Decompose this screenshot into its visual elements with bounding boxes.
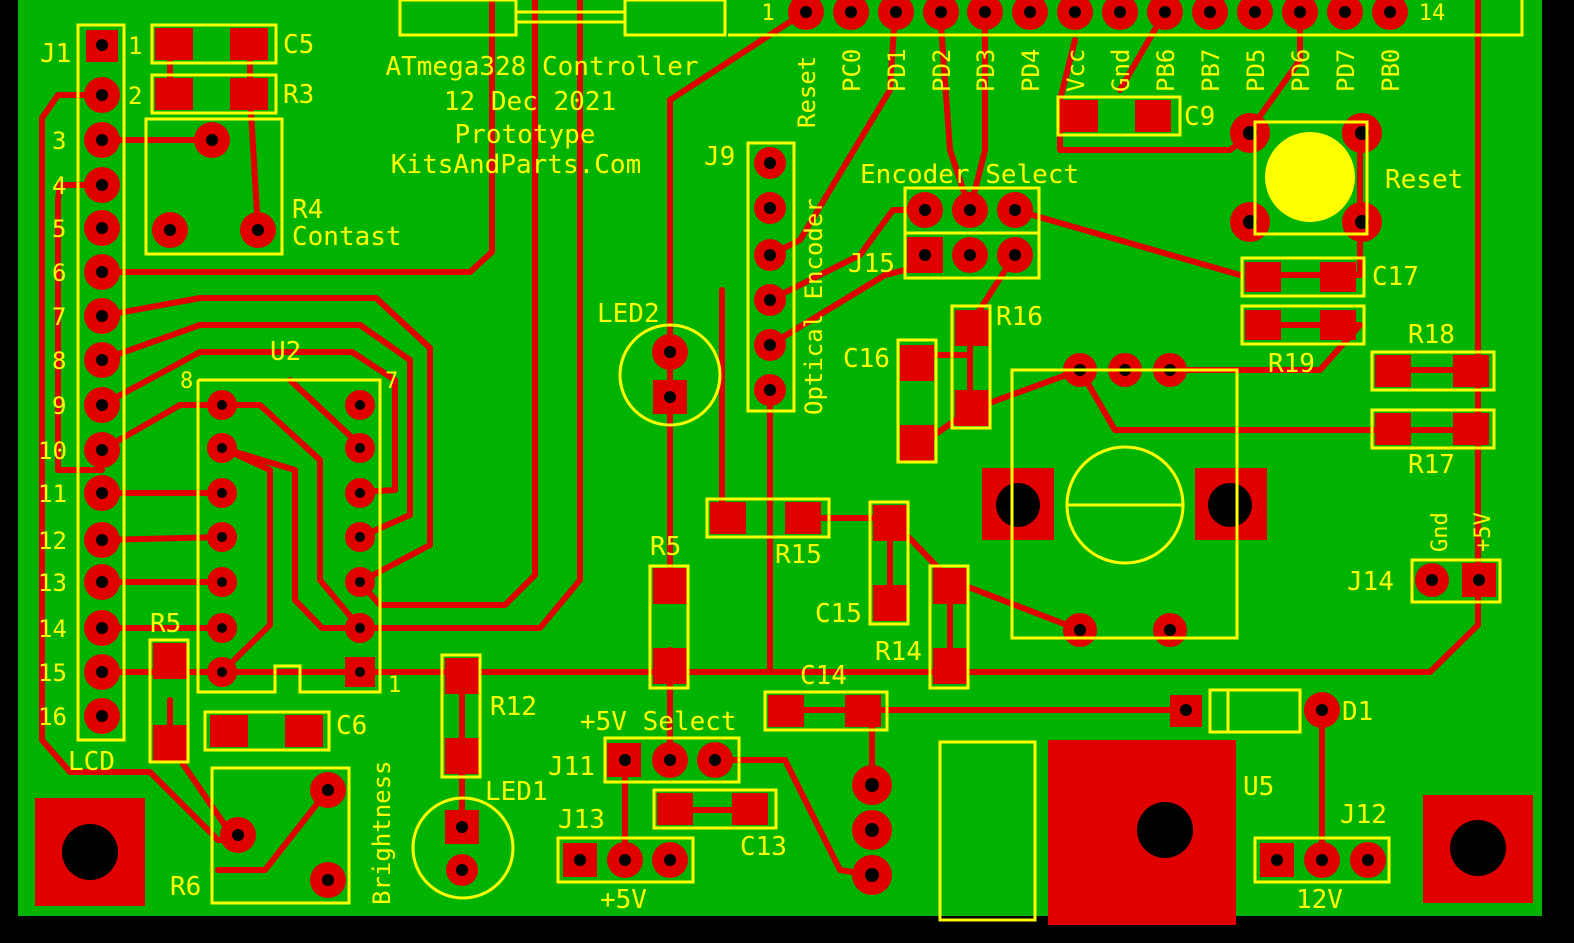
lcd-label: LCD — [68, 747, 115, 777]
plus5v-label: +5V — [600, 885, 647, 915]
u2-pin1: 1 — [388, 673, 401, 698]
plus5v-j14-label: +5V — [1471, 512, 1496, 552]
lcd-pin-number: 10 — [38, 437, 67, 465]
lcd-pin-number: 3 — [52, 127, 66, 155]
u2-label: U2 — [270, 337, 301, 367]
lcd-pin-number: 1 — [128, 32, 142, 60]
j11-label: J11 — [548, 752, 595, 782]
reset-label: Reset — [1385, 165, 1463, 195]
title-line-1: ATmega328 Controller — [385, 52, 698, 82]
c17-label: C17 — [1372, 262, 1419, 292]
header-signal-pd2: PD2 — [928, 49, 956, 92]
copper-traces — [39, 0, 1483, 878]
lcd-pin-number: 2 — [128, 82, 142, 110]
led2-label: LED2 — [597, 299, 660, 329]
title-line-2: 12 Dec 2021 — [444, 87, 616, 117]
title-line-3: Prototype — [455, 120, 596, 150]
header-signal-pd5: PD5 — [1242, 49, 1270, 92]
twelve-v-label: 12V — [1296, 885, 1343, 915]
header-signal-pd1: PD1 — [883, 49, 911, 92]
c9-label: C9 — [1184, 102, 1215, 132]
lcd-pin-number: 4 — [52, 172, 66, 200]
gnd-label: Gnd — [1428, 512, 1453, 552]
c16-label: C16 — [843, 344, 890, 374]
reset-button-cap[interactable] — [1265, 132, 1355, 222]
lcd-pin-number: 16 — [38, 703, 67, 731]
lcd-pin-number: 12 — [38, 527, 67, 555]
header-last-pin: 14 — [1419, 1, 1446, 26]
led1-label: LED1 — [485, 777, 548, 807]
header-signal-reset: Reset — [793, 56, 821, 128]
r18-label: R18 — [1408, 320, 1455, 350]
r5-left-label: R5 — [150, 609, 181, 639]
header-signal-pd4: PD4 — [1017, 49, 1045, 92]
header-signal-pd6: PD6 — [1287, 49, 1315, 92]
header-first-pin: 1 — [761, 1, 774, 26]
header-signal-vcc: Vcc — [1062, 49, 1090, 92]
r6-label: R6 — [170, 872, 201, 902]
r15-label: R15 — [775, 540, 822, 570]
u2-pin8: 8 — [180, 369, 193, 394]
r14-label: R14 — [875, 637, 922, 667]
header-signal-gnd: Gnd — [1107, 49, 1135, 92]
header-signal-pb0: PB0 — [1377, 49, 1405, 92]
encoder-select-label: Encoder Select — [860, 160, 1079, 190]
d1-label: D1 — [1342, 697, 1373, 727]
header-signal-pd3: PD3 — [972, 49, 1000, 92]
c15-label: C15 — [815, 599, 862, 629]
lcd-pin-number: 7 — [52, 303, 66, 331]
lcd-pin-number: 6 — [52, 259, 66, 287]
optical-encoder-label: Optical Encoder — [800, 198, 828, 415]
u5-label: U5 — [1243, 772, 1274, 802]
lcd-pin-number: 13 — [38, 569, 67, 597]
c14-label: C14 — [800, 661, 847, 691]
r17-label: R17 — [1408, 450, 1455, 480]
lcd-pin-number: 14 — [38, 615, 67, 643]
lcd-pin-number: 9 — [52, 392, 66, 420]
r16-label: R16 — [996, 302, 1043, 332]
r3-label: R3 — [283, 80, 314, 110]
lcd-pin-number: 8 — [52, 347, 66, 375]
plus5v-select-label: +5V Select — [580, 707, 737, 737]
r4-label: R4 — [292, 195, 323, 225]
header-signal-pb6: PB6 — [1152, 49, 1180, 92]
j12-label: J12 — [1340, 800, 1387, 830]
j13-label: J13 — [558, 805, 605, 835]
silkscreen-text: ATmega328 Controller 12 Dec 2021 Prototy… — [38, 1, 1496, 915]
j1-label: J1 — [40, 39, 71, 69]
u2-pin7: 7 — [385, 369, 398, 394]
j15-label: J15 — [848, 249, 895, 279]
r19-label: R19 — [1268, 349, 1315, 379]
contrast-label: Contast — [292, 222, 402, 252]
lcd-pin-number: 5 — [52, 215, 66, 243]
header-signal-pb7: PB7 — [1197, 49, 1225, 92]
j14-label: J14 — [1347, 567, 1394, 597]
drill-holes — [62, 6, 1506, 886]
lcd-pin-number: 11 — [38, 480, 67, 508]
silkscreen-outlines — [76, 0, 1524, 922]
j9-label: J9 — [704, 142, 735, 172]
header-signal-pc0: PC0 — [838, 49, 866, 92]
title-line-4: KitsAndParts.Com — [391, 150, 641, 180]
brightness-label: Brightness — [368, 761, 396, 906]
header-signal-pd7: PD7 — [1332, 49, 1360, 92]
c13-label: C13 — [740, 832, 787, 862]
lcd-pin-number: 15 — [38, 659, 67, 687]
r12-label: R12 — [490, 692, 537, 722]
c5-label: C5 — [283, 30, 314, 60]
c6-label: C6 — [336, 711, 367, 741]
r5-mid-label: R5 — [650, 532, 681, 562]
